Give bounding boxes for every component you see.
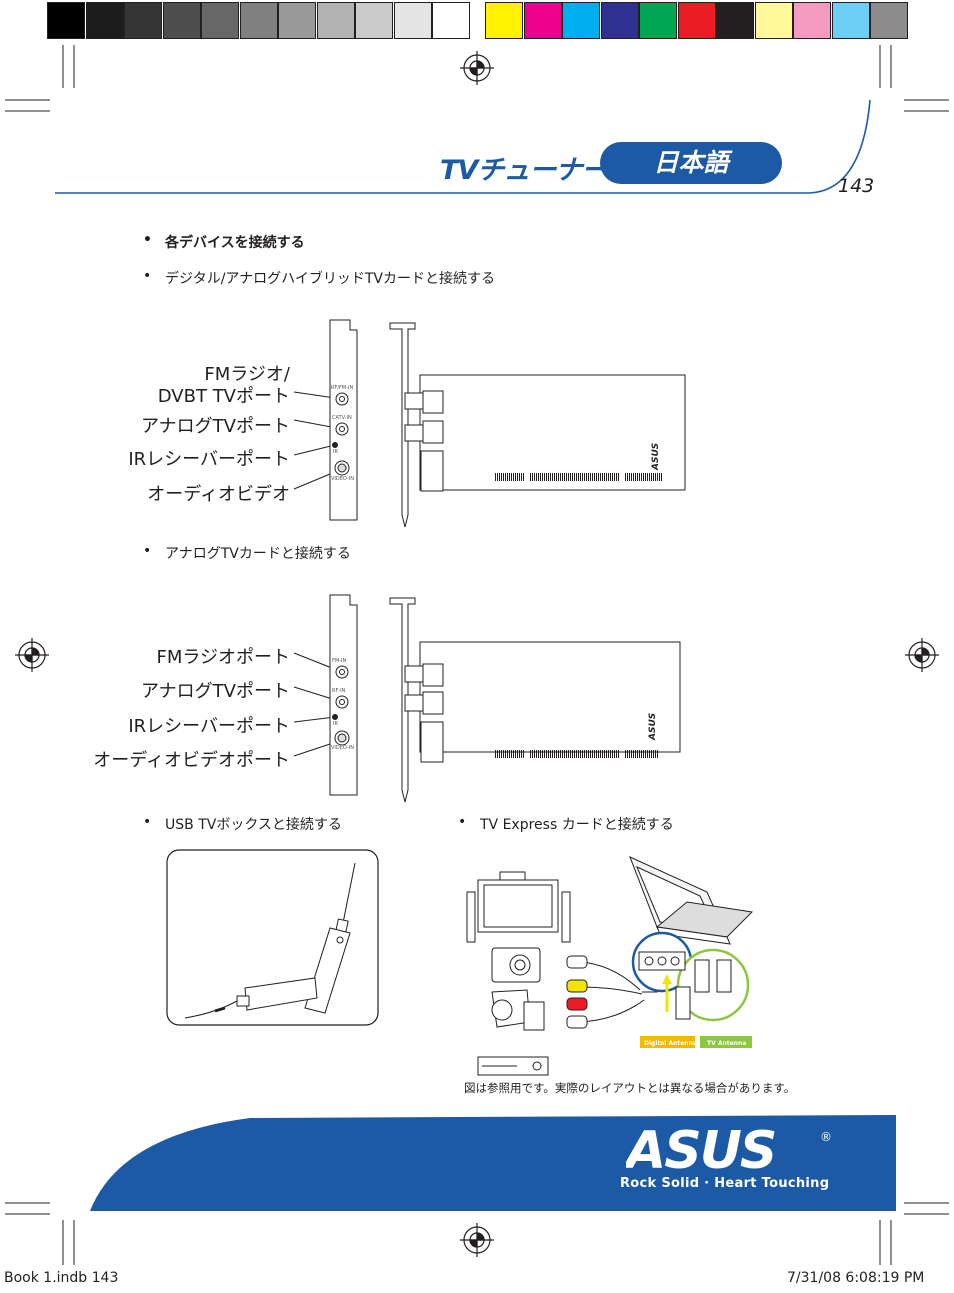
label-audio-video-port: オーディオビデオポート (93, 750, 290, 771)
analog-tv-card-diagram: ASUS FM-IN RF-IN IR VIDEO-IN (293, 594, 681, 803)
label-analog-tv-port-2: アナログTVポート (141, 681, 290, 702)
brand-slogan: Rock Solid · Heart Touching (620, 1176, 830, 1191)
page-number: 143 (838, 175, 875, 197)
label-fm-radio-line1: FMラジオ/ (204, 364, 290, 385)
tag-tv-antenna: TV Antenna (707, 1040, 746, 1047)
footer-timestamp: 7/31/08 6:08:19 PM (787, 1270, 925, 1286)
port-rf-fm-in: RF/FM-IN (331, 385, 354, 391)
label-ir-receiver-port: IRレシーバーポート (128, 449, 290, 470)
brand-band (90, 1115, 896, 1211)
port-fm-in: FM-IN (332, 658, 346, 664)
gray-swatch (316, 2, 355, 39)
hybrid-tv-card-diagram: ASUS RF/FM-IN CATV-IN IR VIDEO-IN (293, 319, 686, 528)
color-swatch (639, 2, 677, 39)
color-swatch (870, 2, 908, 39)
label-fm-radio-port: FMラジオポート (156, 647, 290, 668)
registered-mark: ® (820, 1130, 832, 1144)
color-swatch (793, 2, 831, 39)
label-ir-receiver-port-2: IRレシーバーポート (128, 716, 290, 737)
color-swatch (677, 2, 716, 39)
gray-swatch (393, 2, 432, 39)
gray-swatch (201, 2, 239, 39)
header-rule (55, 99, 871, 194)
card-asus-mark-2: ASUS (648, 713, 658, 741)
footer-file-info: Book 1.indb 143 (4, 1270, 119, 1286)
color-swatch (716, 2, 754, 39)
registration-targets (15, 51, 939, 1257)
port-video-in-2: VIDEO-IN (331, 745, 354, 751)
label-analog-tv-port: アナログTVポート (141, 416, 290, 437)
gray-swatch (239, 2, 278, 39)
gray-swatch (355, 2, 393, 39)
gray-swatch (47, 2, 85, 39)
label-audio-video: オーディオビデオ (147, 484, 290, 505)
gray-swatch (432, 2, 470, 39)
gray-swatch (85, 2, 124, 39)
color-swatch (562, 2, 600, 39)
figure-caption: 図は参照用です。実際のレイアウトとは異なる場合があります。 (464, 1081, 796, 1095)
color-swatch (523, 2, 562, 39)
tag-digital-antenna: Digital Antenna (644, 1040, 697, 1047)
color-swatch (600, 2, 639, 39)
label-fm-radio-line2: DVBT TVポート (157, 386, 290, 407)
port-catv-in: CATV-IN (332, 415, 352, 421)
asus-logo-text: ASUS (626, 1124, 775, 1172)
gray-swatch (278, 2, 316, 39)
port-ir: IR (333, 449, 338, 455)
asus-logo: ASUS (622, 1121, 816, 1181)
gray-swatch (162, 2, 201, 39)
card-asus-mark: ASUS (651, 443, 661, 471)
usb-tv-box-illustration (166, 849, 379, 1026)
page-title: TVチューナー (440, 155, 608, 186)
gray-swatch (124, 2, 162, 39)
port-rf-in: RF-IN (332, 688, 346, 694)
color-swatch (831, 2, 870, 39)
port-video-in: VIDEO-IN (331, 476, 354, 482)
color-swatch (754, 2, 793, 39)
tv-express-card-diagram: Digital Antenna TV Antenna (466, 856, 754, 1076)
language-badge: 日本語 (600, 142, 782, 184)
port-ir-2: IR (333, 721, 338, 727)
color-swatch (485, 2, 523, 39)
